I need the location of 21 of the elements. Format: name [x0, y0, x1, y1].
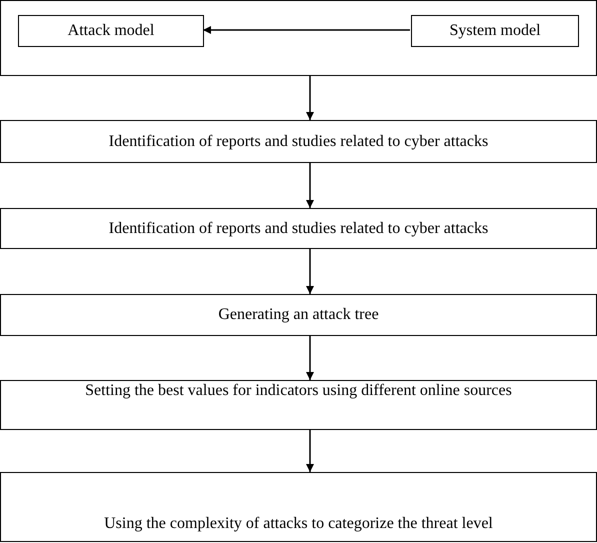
- box-label: Using the complexity of attacks to categorize the threat level: [104, 514, 493, 533]
- arrow: [306, 430, 314, 472]
- process-box: [0, 294, 597, 336]
- arrow: [306, 76, 314, 120]
- arrow: [306, 163, 314, 208]
- process-box: [0, 120, 597, 163]
- box-label: Identification of reports and studies related to cyber attacks: [108, 218, 488, 238]
- box-label: Identification of reports and studies related to cyber attacks: [108, 132, 488, 152]
- box-label: Attack model: [68, 21, 154, 41]
- process-box: [0, 472, 597, 542]
- box-label: Setting the best values for indicators using different online sources: [85, 381, 512, 400]
- process-box: [0, 380, 597, 430]
- arrow: [203, 26, 410, 34]
- box-label: Generating an attack tree: [218, 305, 379, 325]
- arrow: [306, 249, 314, 294]
- group-box: [0, 0, 597, 76]
- model-box: [18, 15, 204, 47]
- arrow: [306, 336, 314, 380]
- process-box: [0, 208, 597, 249]
- box-label: System model: [449, 21, 541, 41]
- model-box: [411, 15, 579, 47]
